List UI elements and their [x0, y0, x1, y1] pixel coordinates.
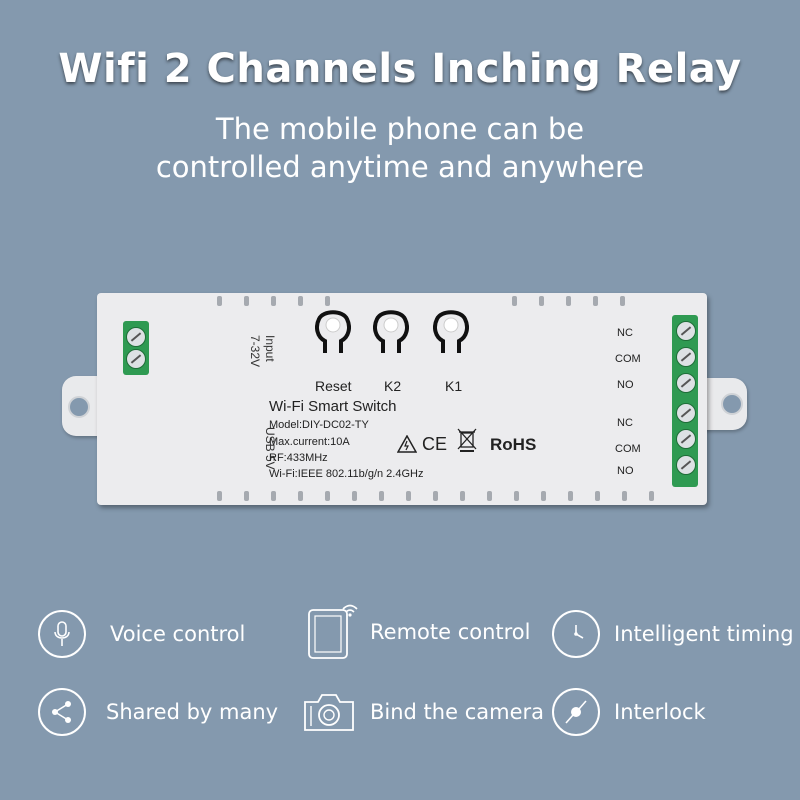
timer-icon — [552, 610, 600, 658]
feature-label: Intelligent timing — [614, 622, 794, 646]
k2-label: K2 — [384, 378, 402, 394]
k1-button[interactable] — [433, 307, 469, 355]
terminal-label: COM — [615, 353, 641, 365]
input-terminal-block — [123, 321, 149, 375]
input-voltage-label: 7-32V — [248, 335, 262, 368]
screw-icon — [676, 347, 696, 367]
terminal-label: NO — [617, 465, 634, 477]
max-current-text: Max.current:10A — [269, 436, 350, 448]
camera-icon — [304, 694, 354, 731]
k1-label: K1 — [445, 378, 463, 394]
feature-label: Remote control — [370, 620, 531, 644]
terminal-label: NC — [617, 417, 633, 429]
subtitle-line-1: The mobile phone can be — [215, 112, 585, 146]
product-name: Wi-Fi Smart Switch — [269, 398, 397, 415]
screw-icon — [126, 327, 146, 347]
feature-label: Interlock — [614, 700, 706, 724]
terminal-label: NO — [617, 379, 634, 391]
feature-interlock: Interlock — [552, 688, 706, 736]
subtitle-line-2: controlled anytime and anywhere — [155, 150, 645, 184]
rf-text: RF:433MHz — [269, 452, 328, 464]
phone-wifi-icon — [308, 604, 358, 659]
screw-icon — [676, 321, 696, 341]
rohs-mark: RoHS — [490, 435, 537, 454]
screw-icon — [676, 455, 696, 475]
terminal-label: COM — [615, 443, 641, 455]
feature-voice-control: Voice control — [38, 610, 245, 658]
reset-button[interactable] — [315, 307, 351, 355]
interlock-icon — [552, 688, 600, 736]
relay-device-image: Input 7-32V USB 5V Reset K2 K1 Wi-Fi Sma… — [62, 286, 747, 511]
screw-icon — [676, 373, 696, 393]
ce-mark: CE — [422, 434, 448, 454]
k2-button[interactable] — [373, 307, 409, 355]
screw-icon — [676, 403, 696, 423]
feature-label: Shared by many — [106, 700, 279, 724]
feature-shared-by-many: Shared by many — [38, 688, 278, 736]
wifi-spec-text: Wi-Fi:IEEE 802.11b/g/n 2.4GHz — [269, 468, 424, 480]
screw-icon — [676, 429, 696, 449]
feature-bind-camera: Bind the camera — [302, 690, 544, 734]
model-text: Model:DIY-DC02-TY — [269, 419, 369, 431]
vent-row-bottom — [217, 491, 654, 501]
reset-label: Reset — [315, 378, 352, 394]
microphone-icon — [38, 610, 86, 658]
input-label: Input — [263, 335, 277, 362]
feature-label: Bind the camera — [370, 700, 544, 724]
feature-label: Voice control — [110, 622, 246, 646]
feature-remote-control: Remote control — [306, 602, 531, 662]
feature-intelligent-timing: Intelligent timing — [552, 610, 794, 658]
share-icon — [38, 688, 86, 736]
terminal-label: NC — [617, 327, 633, 339]
warning-icon — [397, 435, 417, 453]
mounting-hole-icon — [721, 393, 743, 415]
relay-housing: Input 7-32V USB 5V Reset K2 K1 Wi-Fi Sma… — [97, 293, 707, 505]
vent-row-top-right — [512, 296, 625, 306]
screw-icon — [126, 349, 146, 369]
vent-row-top-left — [217, 296, 330, 306]
output-terminal-block — [672, 315, 698, 487]
mounting-hole-icon — [68, 396, 90, 418]
weee-bin-icon — [457, 428, 477, 452]
page-title: Wifi 2 Channels Inching Relay — [58, 46, 742, 92]
